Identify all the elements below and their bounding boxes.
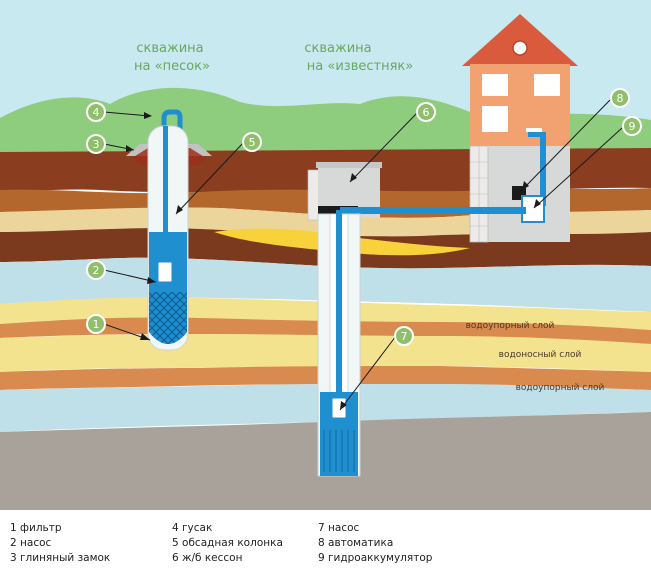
sand-pump (157, 261, 173, 283)
legend-column-1: 1 фильтр 2 насос 3 глиняный замок (10, 521, 110, 566)
legend-item: 6 ж/б кессон (172, 552, 243, 564)
house (462, 14, 578, 243)
marker-3-label: 3 (93, 138, 100, 151)
layer-label-aquiclude-upper: водоупорный слой (466, 321, 555, 331)
marker-8-label: 8 (617, 92, 624, 105)
horizontal-pipe (340, 207, 526, 214)
legend-item: 7 насос (318, 522, 360, 534)
marker-1-label: 1 (93, 318, 100, 331)
caisson-lid (316, 162, 382, 168)
legend-item: 5 обсадная колонка (172, 537, 283, 549)
legend-background (0, 510, 651, 574)
marker-7-label: 7 (401, 330, 408, 343)
watermark-icon (424, 527, 452, 541)
sand-well-title-line2: на «песок» (134, 59, 210, 74)
gooseneck (161, 109, 183, 130)
sand-pump-pipe (163, 126, 168, 266)
legend-item: 8 автоматика (318, 537, 394, 549)
marker-6: 6 (416, 102, 436, 122)
house-window (534, 74, 560, 96)
marker-3: 3 (86, 134, 106, 154)
legend-item: 2 насос (10, 537, 52, 549)
legend-item: 4 гусак (172, 522, 213, 534)
marker-2-label: 2 (93, 264, 100, 277)
watermark: Postila.ru (448, 507, 651, 551)
marker-8: 8 (610, 88, 630, 108)
marker-7: 7 (394, 326, 414, 346)
limestone-well-title-line1: скважина (304, 41, 371, 56)
marker-2: 2 (86, 260, 106, 280)
callout-arrowheads (126, 112, 541, 410)
marker-1: 1 (86, 314, 106, 334)
house-supply-pipe (528, 132, 546, 137)
marker-4-label: 4 (93, 106, 100, 119)
legend-item: 3 глиняный замок (10, 552, 111, 564)
limestone-pump-pipe (336, 210, 342, 396)
callout-lines (103, 99, 623, 411)
limestone-well (317, 210, 361, 477)
house-window (482, 74, 508, 96)
limestone-pump (331, 397, 347, 419)
house-attic-window (512, 40, 528, 56)
marker-9: 9 (622, 116, 642, 136)
layer-label-aquiclude-lower: водоупорный слой (516, 383, 605, 393)
sand-well (126, 109, 212, 351)
legend-column-3: 7 насос 8 автоматика 9 гидроаккумулятор (318, 521, 432, 566)
marker-5: 5 (242, 132, 262, 152)
legend-item: 1 фильтр (10, 522, 62, 534)
house-roof (462, 14, 578, 66)
legend-item: 9 гидроаккумулятор (318, 552, 433, 564)
sand-well-title-line1: скважина (136, 41, 203, 56)
marker-5-label: 5 (249, 136, 256, 149)
legend-column-2: 4 гусак 5 обсадная колонка 6 ж/б кессон (172, 521, 283, 566)
house-window (482, 106, 508, 132)
marker-6-label: 6 (423, 106, 430, 119)
layer-label-aquifer: водоносный слой (499, 350, 582, 360)
limestone-well-title-line2: на «известняк» (307, 59, 413, 74)
marker-9-label: 9 (629, 120, 636, 133)
marker-4: 4 (86, 102, 106, 122)
sand-filter (149, 292, 187, 344)
house-tap (526, 128, 542, 132)
